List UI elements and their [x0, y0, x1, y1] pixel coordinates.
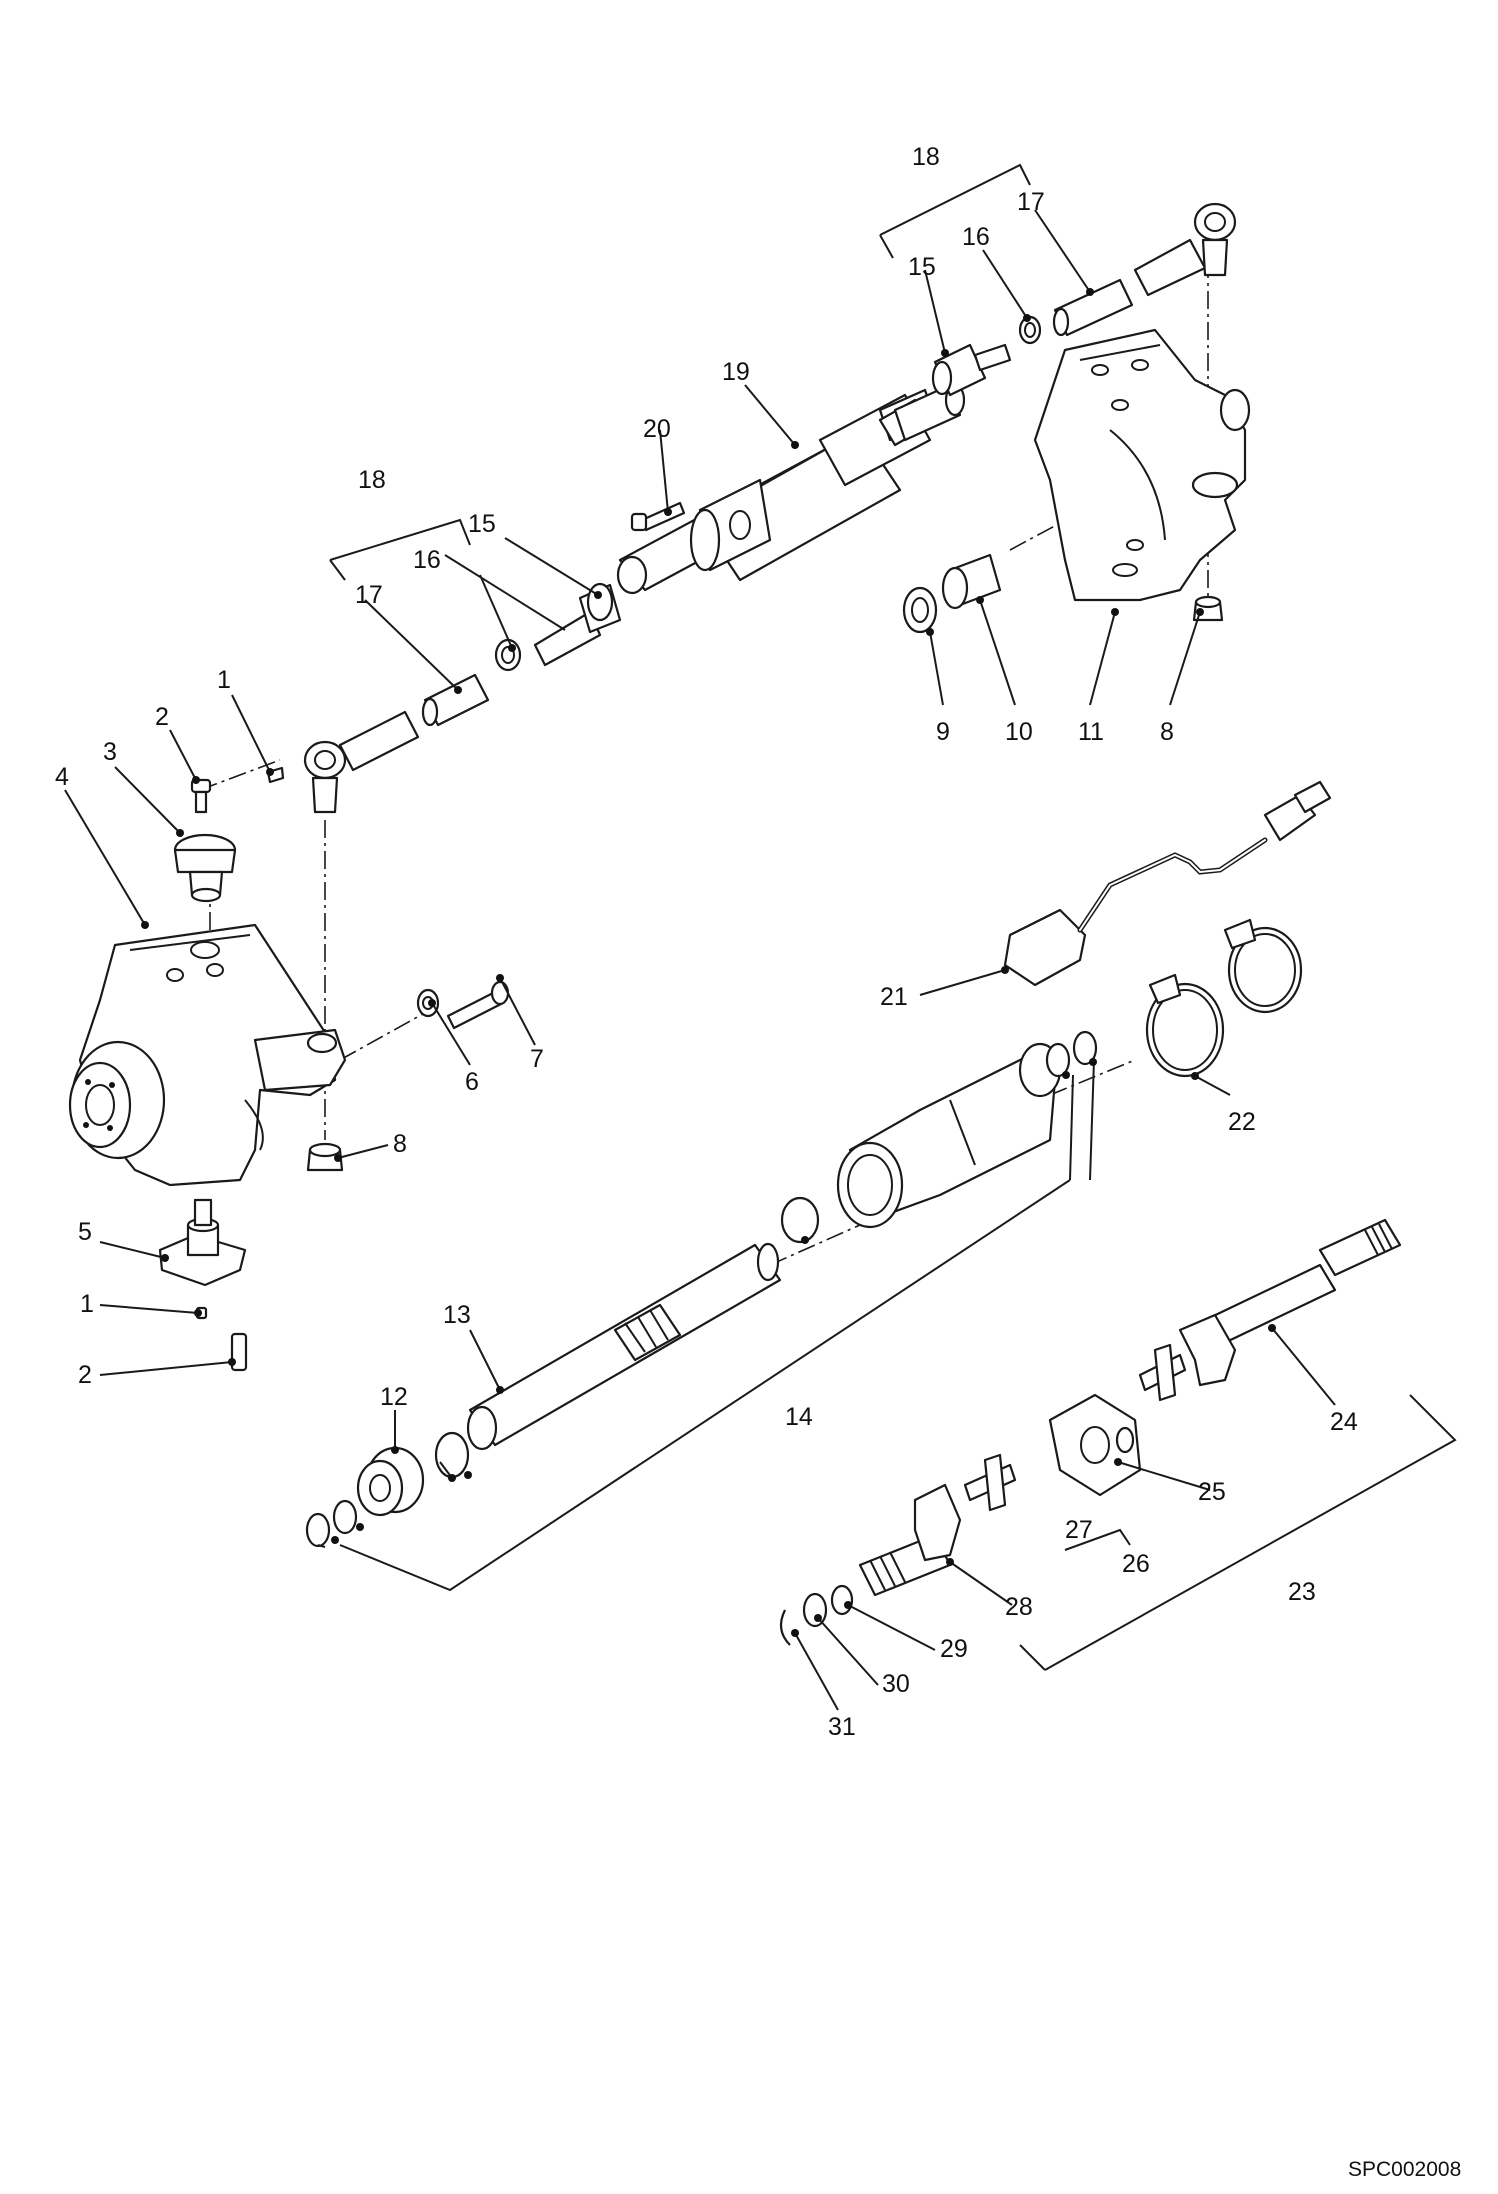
nut-16-right	[1018, 315, 1042, 345]
reference-code: SPC002008	[1348, 2158, 1461, 2181]
kingpin-cap-3	[173, 833, 237, 903]
label-15-left: 15	[468, 510, 496, 538]
hose-clamp-22-a	[1145, 973, 1225, 1078]
axle-tube-13	[466, 1242, 782, 1451]
o-ring-center	[780, 1196, 820, 1244]
steering-knuckle-4	[68, 923, 347, 1187]
label-16-right: 16	[962, 223, 990, 251]
spider-cross-left	[963, 1453, 1017, 1512]
lower-kingpin-5	[158, 1198, 247, 1287]
label-6: 6	[465, 1068, 479, 1096]
label-29: 29	[940, 1635, 968, 1663]
part-labels: 1 2 3 4 6 7 8 5 1 2 18 17 16 15 20 19 18…	[55, 143, 1358, 1741]
o-ring-pair-right	[1045, 1030, 1098, 1078]
label-22: 22	[1228, 1108, 1256, 1136]
label-8-right: 8	[1160, 718, 1174, 746]
label-31: 31	[828, 1713, 856, 1741]
spider-cross-right	[1138, 1343, 1187, 1402]
label-21: 21	[880, 983, 908, 1011]
grease-nipple-8-left	[306, 1142, 344, 1172]
bolt-7	[446, 980, 510, 1030]
label-26: 26	[1122, 1550, 1150, 1578]
label-13: 13	[443, 1301, 471, 1329]
drive-shaft-24	[1178, 1218, 1402, 1387]
label-27: 27	[1065, 1516, 1093, 1544]
label-20: 20	[643, 415, 671, 443]
leader-lines	[64, 209, 1336, 1711]
yoke-28	[858, 1483, 962, 1597]
label-17-right: 17	[1017, 188, 1045, 216]
label-2-lower: 2	[78, 1361, 92, 1389]
label-9: 9	[936, 718, 950, 746]
o-ring-pair-left	[305, 1499, 358, 1548]
axle-housing-14	[836, 1042, 1062, 1229]
bracket-18-left	[329, 518, 471, 581]
seal-12	[356, 1446, 425, 1517]
label-8-left: 8	[393, 1130, 407, 1158]
label-30: 30	[882, 1670, 910, 1698]
o-ring-left	[434, 1431, 470, 1479]
label-7: 7	[530, 1045, 544, 1073]
label-14: 14	[785, 1403, 813, 1431]
label-19: 19	[722, 358, 750, 386]
bracket-23	[1019, 1394, 1457, 1671]
seal-9	[902, 586, 938, 634]
label-18-right: 18	[912, 143, 940, 171]
label-1-lower: 1	[80, 1290, 94, 1318]
center-yoke-25	[1048, 1393, 1142, 1497]
tube-17-left	[338, 673, 490, 772]
bracket-18-right	[879, 163, 1031, 259]
label-24: 24	[1330, 1408, 1358, 1436]
bracket-14	[339, 1059, 1095, 1592]
tie-rod-end-right	[1193, 202, 1237, 277]
label-11: 11	[1078, 718, 1104, 746]
label-1-top: 1	[217, 666, 231, 694]
label-10: 10	[1005, 718, 1033, 746]
ball-joint-15-left	[533, 582, 622, 667]
ball-joint-15-right	[931, 343, 1012, 397]
label-28: 28	[1005, 1593, 1033, 1621]
bolt-20	[630, 501, 686, 532]
steering-cylinder-19	[616, 383, 966, 595]
label-3: 3	[103, 738, 117, 766]
label-23: 23	[1288, 1578, 1316, 1606]
label-4: 4	[55, 763, 69, 791]
label-15-right: 15	[908, 253, 936, 281]
label-2-top: 2	[155, 703, 169, 731]
bolt-2-top	[190, 778, 212, 814]
hose-clamp-22-b	[1223, 918, 1303, 1014]
label-5: 5	[78, 1218, 92, 1246]
label-18-left: 18	[358, 466, 386, 494]
label-12: 12	[380, 1383, 408, 1411]
label-17-left: 17	[355, 581, 383, 609]
label-16-left: 16	[413, 546, 441, 574]
label-25: 25	[1198, 1478, 1226, 1506]
bracket-26	[1064, 1528, 1131, 1551]
bushing-10	[941, 553, 1002, 610]
tube-17-right	[1052, 238, 1207, 337]
nut-16-left	[494, 638, 522, 672]
steering-knuckle-11	[1033, 328, 1251, 602]
tie-rod-end-left	[303, 740, 347, 814]
sensor-21	[1003, 780, 1332, 987]
